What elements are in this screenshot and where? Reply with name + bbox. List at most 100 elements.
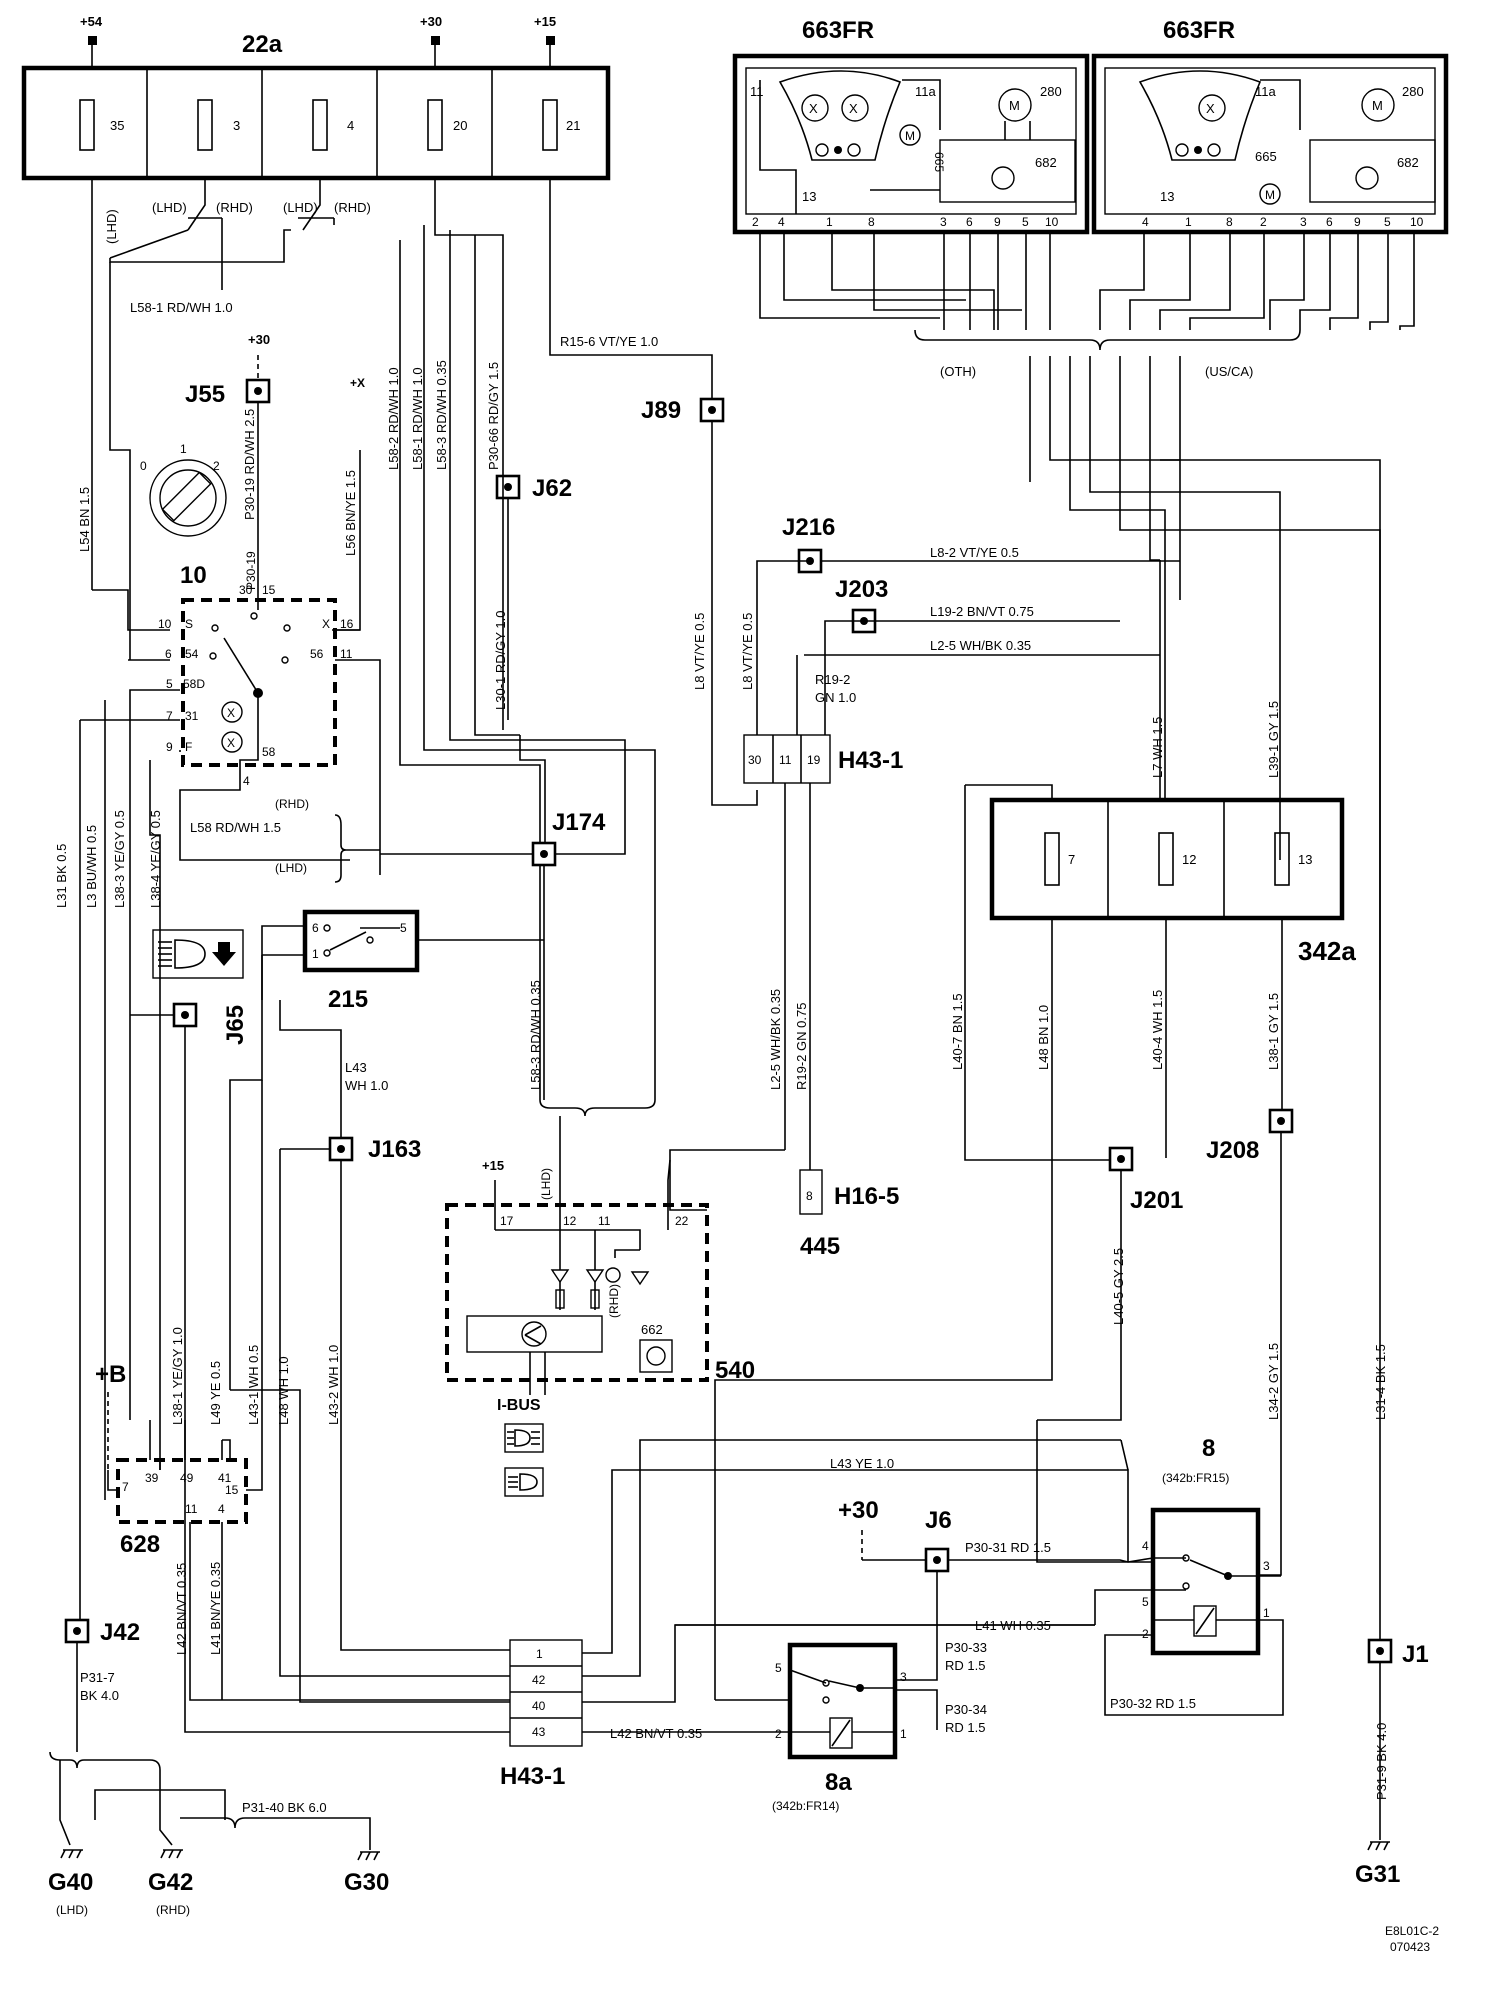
svg-text:R15-6 VT/YE 1.0: R15-6 VT/YE 1.0: [560, 334, 658, 349]
svg-text:RD 1.5: RD 1.5: [945, 1658, 985, 1673]
module-540: +15 17 12 11 22 (RHD) 662 540 I-BUS: [445, 1158, 755, 1414]
svg-text:L7 WH 1.5: L7 WH 1.5: [1150, 717, 1165, 778]
svg-text:10: 10: [1410, 215, 1424, 229]
svg-text:(342b:FR14): (342b:FR14): [772, 1799, 839, 1813]
svg-text:(US/CA): (US/CA): [1205, 364, 1253, 379]
svg-text:12: 12: [1182, 852, 1196, 867]
junction-j1: J1 P31-9 BK 4.0: [1367, 1638, 1429, 1840]
svg-text:35: 35: [110, 118, 124, 133]
svg-text:5: 5: [1384, 215, 1391, 229]
svg-text:H43-1: H43-1: [500, 1763, 565, 1790]
svg-text:15: 15: [225, 1483, 239, 1497]
svg-text:P30-33: P30-33: [945, 1640, 987, 1655]
svg-text:L38-1 YE/GY 1.0: L38-1 YE/GY 1.0: [170, 1327, 185, 1425]
svg-text:4: 4: [1142, 1539, 1149, 1553]
svg-text:L58-2 RD/WH 1.0: L58-2 RD/WH 1.0: [386, 367, 401, 470]
svg-text:X: X: [809, 101, 818, 116]
svg-text:4: 4: [1142, 215, 1149, 229]
svg-text:5: 5: [1022, 215, 1029, 229]
svg-text:R19-2: R19-2: [815, 672, 850, 687]
svg-text:+30: +30: [420, 14, 442, 29]
wire-labels-628: L38-1 YE/GY 1.0 L49 YE 0.5 L43-1 WH 0.5 …: [170, 1327, 341, 1655]
svg-text:J55: J55: [185, 381, 225, 408]
low-beam-icon: [504, 1423, 544, 1453]
dial-symbol: 0 1 2: [140, 442, 227, 537]
svg-text:L38-4 YE/GY 0.5: L38-4 YE/GY 0.5: [148, 810, 163, 908]
svg-text:11: 11: [185, 1502, 198, 1516]
svg-text:41: 41: [218, 1471, 232, 1485]
svg-text:(342b:FR15): (342b:FR15): [1162, 1471, 1229, 1485]
junction-j6: +30 J6 P30-31 RD 1.5 P30-33 RD 1.5 P30-3…: [838, 1497, 1129, 1735]
svg-text:L58-3 RD/WH 0.35: L58-3 RD/WH 0.35: [434, 360, 449, 470]
svg-text:L42 BN/VT 0.35: L42 BN/VT 0.35: [174, 1563, 189, 1655]
svg-text:P30-19: P30-19: [244, 551, 258, 590]
svg-text:9: 9: [994, 215, 1001, 229]
fuse-7: 7: [1044, 832, 1075, 886]
svg-text:445: 445: [800, 1233, 840, 1260]
ground-g30: G30: [344, 1851, 389, 1896]
svg-text:2: 2: [213, 459, 220, 473]
svg-text:J208: J208: [1206, 1137, 1259, 1164]
svg-text:30: 30: [748, 753, 762, 767]
svg-text:L19-2 BN/VT 0.75: L19-2 BN/VT 0.75: [930, 604, 1034, 619]
svg-text:665: 665: [1255, 149, 1277, 164]
svg-text:5: 5: [775, 1661, 782, 1675]
svg-text:11: 11: [340, 647, 353, 661]
mirror-right-663fr: 663FR 11a 280 682 13 665 X M M 4 1 8 2 3…: [1091, 17, 1449, 235]
ground-g31: G31: [1355, 1841, 1400, 1888]
fuse-4: 4: [312, 99, 354, 151]
svg-text:5: 5: [1142, 1595, 1149, 1609]
svg-text:8: 8: [868, 215, 875, 229]
svg-text:+54: +54: [80, 14, 103, 29]
wire-l31-4: [1160, 459, 1381, 1640]
svg-text:(LHD): (LHD): [539, 1168, 553, 1200]
svg-text:L42 BN/VT 0.35: L42 BN/VT 0.35: [610, 1726, 702, 1741]
svg-text:(RHD): (RHD): [216, 200, 253, 215]
svg-text:J216: J216: [782, 514, 835, 541]
svg-text:5: 5: [400, 921, 407, 935]
relay-8-wires: L43 YE 1.0 P30-32 RD 1.5 L41 WH 0.35: [675, 1420, 1284, 1716]
svg-text:1: 1: [1263, 1606, 1270, 1620]
svg-text:L58-3 RD/WH 0.35: L58-3 RD/WH 0.35: [528, 980, 543, 1090]
svg-text:J42: J42: [100, 1619, 140, 1646]
svg-text:1: 1: [536, 1647, 543, 1661]
svg-text:J203: J203: [835, 576, 888, 603]
svg-text:H43-1: H43-1: [838, 747, 903, 774]
svg-text:6: 6: [966, 215, 973, 229]
ground-lhd-rhd-branch: P31-40 BK 6.0: [49, 1751, 371, 1850]
svg-text:43: 43: [532, 1725, 546, 1739]
svg-text:P30-34: P30-34: [945, 1702, 987, 1717]
svg-text:J65: J65: [222, 1005, 249, 1045]
ground-g42: G42 (RHD): [148, 1849, 193, 1917]
svg-text:4: 4: [218, 1502, 225, 1516]
svg-text:L43 YE 1.0: L43 YE 1.0: [830, 1456, 894, 1471]
svg-text:2: 2: [1142, 1627, 1149, 1641]
mirror-right-title: 663FR: [1163, 17, 1235, 44]
svg-text:11: 11: [750, 84, 764, 99]
svg-text:L3 BU/WH 0.5: L3 BU/WH 0.5: [84, 825, 99, 908]
svg-text:P31-9 BK 4.0: P31-9 BK 4.0: [1374, 1723, 1389, 1800]
svg-text:628: 628: [120, 1531, 160, 1558]
svg-text:6: 6: [312, 921, 319, 935]
svg-text:342a: 342a: [1298, 936, 1356, 966]
svg-text:R19-2 GN 0.75: R19-2 GN 0.75: [794, 1003, 809, 1090]
fuse-35: 35: [79, 99, 124, 151]
svg-text:13: 13: [802, 189, 816, 204]
fuse-3: 3: [197, 99, 240, 151]
svg-text:(RHD): (RHD): [275, 797, 309, 811]
svg-text:+B: +B: [95, 1361, 126, 1388]
svg-text:682: 682: [1035, 155, 1057, 170]
svg-text:L34-2 GY 1.5: L34-2 GY 1.5: [1266, 1343, 1281, 1420]
svg-text:13: 13: [1160, 189, 1174, 204]
svg-text:S: S: [185, 617, 193, 631]
svg-text:58D: 58D: [183, 677, 205, 691]
svg-text:3: 3: [1300, 215, 1307, 229]
svg-text:6: 6: [1326, 215, 1333, 229]
svg-text:11a: 11a: [1255, 84, 1276, 99]
mirror-harness: (OTH) (US/CA): [759, 232, 1415, 1000]
svg-text:BK 4.0: BK 4.0: [80, 1688, 119, 1703]
svg-text:40: 40: [532, 1699, 546, 1713]
svg-text:1: 1: [900, 1727, 907, 1741]
svg-text:15: 15: [262, 583, 276, 597]
svg-text:3: 3: [233, 118, 240, 133]
